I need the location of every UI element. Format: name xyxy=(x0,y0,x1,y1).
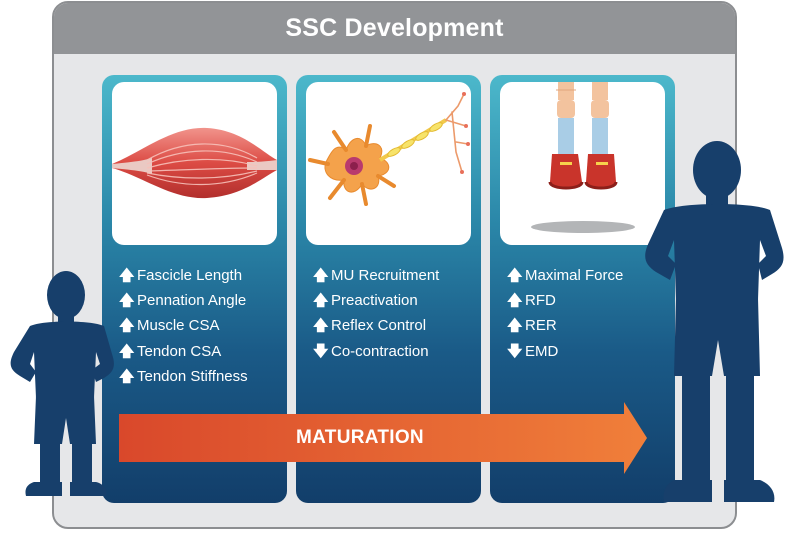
arrow-up-icon: 🡅 xyxy=(119,342,135,360)
list-item: 🡅Reflex Control xyxy=(313,313,439,338)
muscle-icon xyxy=(112,82,277,245)
force-item-list: 🡅Maximal Force 🡅RFD 🡅RER 🡇EMD xyxy=(507,263,623,364)
list-item: 🡅Muscle CSA xyxy=(119,313,248,338)
list-item: 🡅Tendon Stiffness xyxy=(119,364,248,389)
muscle-item-list: 🡅Fascicle Length 🡅Pennation Angle 🡅Muscl… xyxy=(119,263,248,389)
list-item: 🡅Maximal Force xyxy=(507,263,623,288)
child-silhouette-icon xyxy=(10,271,114,496)
maturation-label: MATURATION xyxy=(296,427,424,448)
maturation-arrow-icon xyxy=(119,402,647,474)
list-item: 🡅RER xyxy=(507,313,623,338)
diagram-title: SSC Development xyxy=(54,3,735,54)
list-item: 🡅Fascicle Length xyxy=(119,263,248,288)
arrow-up-icon: 🡅 xyxy=(119,292,135,310)
arrow-up-icon: 🡅 xyxy=(119,267,135,284)
arrow-up-icon: 🡅 xyxy=(313,292,329,310)
list-item: 🡅Tendon CSA xyxy=(119,339,248,364)
neuron-icon xyxy=(306,82,471,245)
list-item: 🡅MU Recruitment xyxy=(313,263,439,288)
arrow-down-icon: 🡇 xyxy=(507,342,523,360)
arrow-up-icon: 🡅 xyxy=(507,267,523,284)
arrow-down-icon: 🡇 xyxy=(313,342,329,360)
list-item: 🡅Preactivation xyxy=(313,288,439,313)
adult-silhouette-icon xyxy=(645,141,784,502)
neuron-item-list: 🡅MU Recruitment 🡅Preactivation 🡅Reflex C… xyxy=(313,263,439,364)
list-item: 🡅Pennation Angle xyxy=(119,288,248,313)
list-item: 🡅RFD xyxy=(507,288,623,313)
arrow-up-icon: 🡅 xyxy=(313,267,329,284)
jumping-legs-icon xyxy=(500,82,665,245)
arrow-up-icon: 🡅 xyxy=(313,317,329,335)
arrow-up-icon: 🡅 xyxy=(119,367,135,385)
arrow-up-icon: 🡅 xyxy=(119,317,135,335)
arrow-up-icon: 🡅 xyxy=(507,292,523,310)
list-item: 🡇EMD xyxy=(507,339,623,364)
arrow-up-icon: 🡅 xyxy=(507,317,523,335)
list-item: 🡇Co-contraction xyxy=(313,339,439,364)
